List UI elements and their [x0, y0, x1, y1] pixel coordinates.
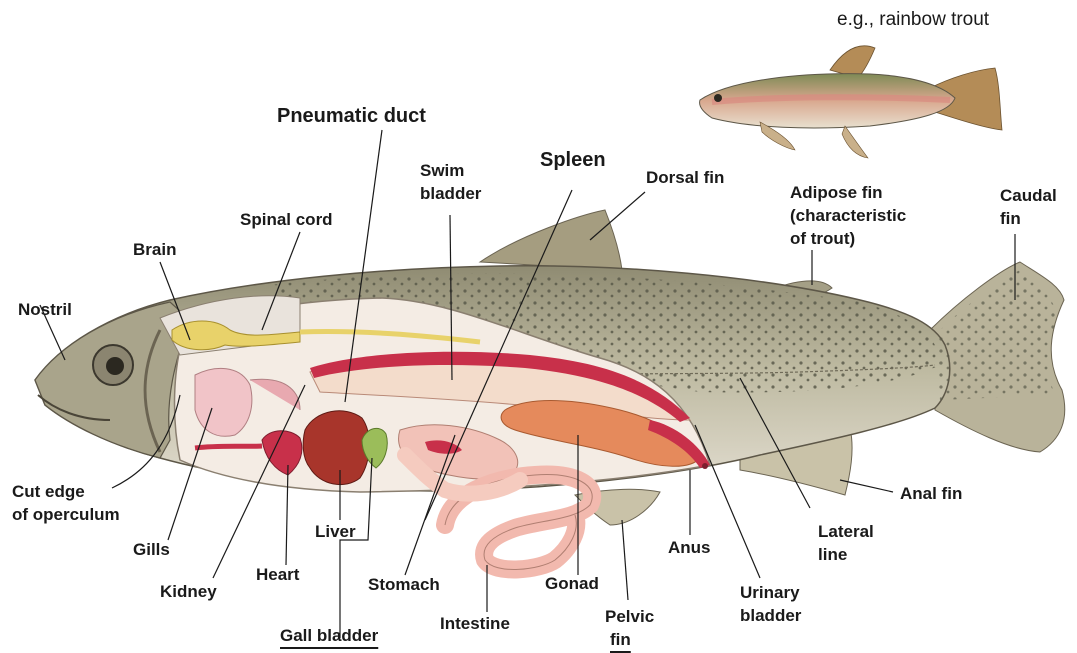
- inset-caption: e.g., rainbow trout: [837, 10, 989, 30]
- label-adipose-fin-line1: Adipose fin: [790, 183, 883, 203]
- label-urinary-bladder-line1: Urinary: [740, 583, 800, 603]
- vessel: [195, 446, 262, 448]
- gills-shape: [195, 368, 252, 436]
- label-cut-edge-line1: Cut edge: [12, 482, 85, 502]
- label-dorsal-fin: Dorsal fin: [646, 168, 724, 188]
- label-lateral-line-line2: line: [818, 545, 847, 565]
- label-gall-bladder: Gall bladder: [280, 626, 378, 646]
- label-spleen: Spleen: [540, 148, 606, 172]
- label-urinary-bladder-line2: bladder: [740, 606, 801, 626]
- tail-spots: [935, 270, 1058, 400]
- label-liver: Liver: [315, 522, 356, 542]
- label-pelvic-fin-line2: fin: [610, 630, 631, 650]
- label-nostril: Nostril: [18, 300, 72, 320]
- label-pneumatic-duct: Pneumatic duct: [277, 104, 426, 128]
- label-adipose-fin-line3: of trout): [790, 229, 855, 249]
- label-lateral-line-line1: Lateral: [818, 522, 874, 542]
- anus-mark: [702, 463, 708, 469]
- label-heart: Heart: [256, 565, 299, 585]
- label-pelvic-fin-line1: Pelvic: [605, 607, 654, 627]
- label-anal-fin: Anal fin: [900, 484, 962, 504]
- label-adipose-fin-line2: (characteristic: [790, 206, 906, 226]
- label-intestine: Intestine: [440, 614, 510, 634]
- leader-anal-fin: [840, 480, 893, 492]
- label-kidney: Kidney: [160, 582, 217, 602]
- label-spinal-cord: Spinal cord: [240, 210, 333, 230]
- label-swim-bladder-line2: bladder: [420, 184, 481, 204]
- label-brain: Brain: [133, 240, 176, 260]
- eye-pupil: [106, 357, 124, 375]
- label-gills: Gills: [133, 540, 170, 560]
- label-swim-bladder-line1: Swim: [420, 161, 464, 181]
- dorsal-fin-shape: [480, 210, 622, 270]
- label-anus: Anus: [668, 538, 711, 558]
- label-cut-edge-line2: of operculum: [12, 505, 120, 525]
- rainbow-trout-inset: [700, 46, 1002, 158]
- label-caudal-fin-line2: fin: [1000, 209, 1021, 229]
- leader-pelvic-fin: [622, 520, 628, 600]
- label-gonad: Gonad: [545, 574, 599, 594]
- label-stomach: Stomach: [368, 575, 440, 595]
- label-caudal-fin-line1: Caudal: [1000, 186, 1057, 206]
